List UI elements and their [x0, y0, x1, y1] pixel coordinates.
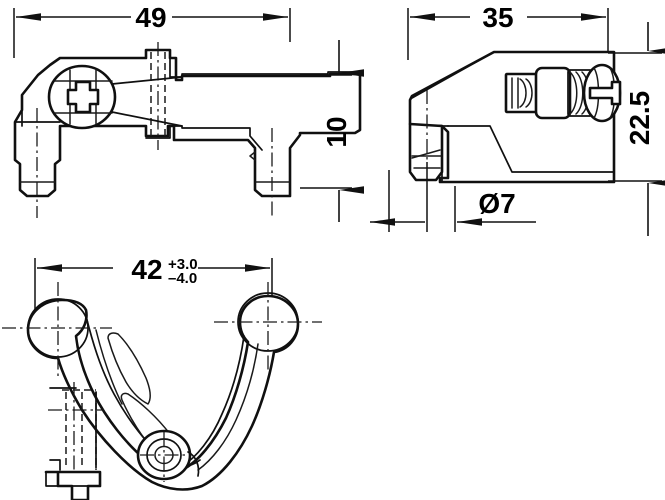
side-view-top-chamfer	[411, 51, 495, 99]
plan-left-pocket	[107, 332, 151, 405]
screw-slot	[588, 80, 622, 106]
plan-right-arm-inner	[181, 335, 245, 467]
plan-flange-edge	[45, 471, 101, 487]
plan-dowel-edges	[49, 387, 97, 471]
cam-housing-thread-1	[519, 78, 527, 108]
thread-arc-1	[569, 71, 578, 115]
plan-pivot-boss	[136, 429, 192, 482]
cam-shank	[534, 66, 572, 120]
cam-screw-front	[47, 64, 117, 130]
cam-arm-lower	[111, 111, 183, 127]
side-view-foot	[408, 122, 444, 182]
cam-screw-side	[504, 63, 622, 123]
plan-left-hairline	[95, 329, 123, 405]
dim-label-42: 42	[131, 254, 162, 285]
side-view-group: 35	[370, 2, 665, 236]
plan-right-hairline	[197, 343, 259, 471]
cam-arm-upper	[111, 76, 183, 85]
plan-pivot-notch	[187, 451, 200, 477]
dim-label-35: 35	[482, 2, 513, 33]
dim-label-diameter-7: Ø7	[478, 188, 515, 219]
plan-pivot-outer	[136, 429, 192, 481]
cam-housing-lines	[511, 77, 519, 109]
dim-tolerance-lower: –4.0	[168, 270, 197, 287]
dim-label-49: 49	[135, 2, 166, 33]
cam-housing-thread-2	[525, 78, 533, 108]
side-view-lower-step	[447, 125, 615, 173]
side-foot-taper	[411, 149, 441, 159]
plan-view-group: 42 +3.0 –4.0	[2, 254, 322, 500]
dim-label-22-5: 22.5	[624, 91, 655, 146]
front-lower-arm-profile	[145, 125, 263, 151]
phillips-cross-recess	[66, 80, 100, 114]
front-view-group: 49 10	[13, 2, 364, 222]
front-upper-arm-profile	[145, 49, 359, 78]
dim-label-10: 10	[321, 116, 352, 147]
front-right-notch	[249, 151, 256, 161]
dim-tolerance-upper: +3.0	[168, 256, 198, 273]
